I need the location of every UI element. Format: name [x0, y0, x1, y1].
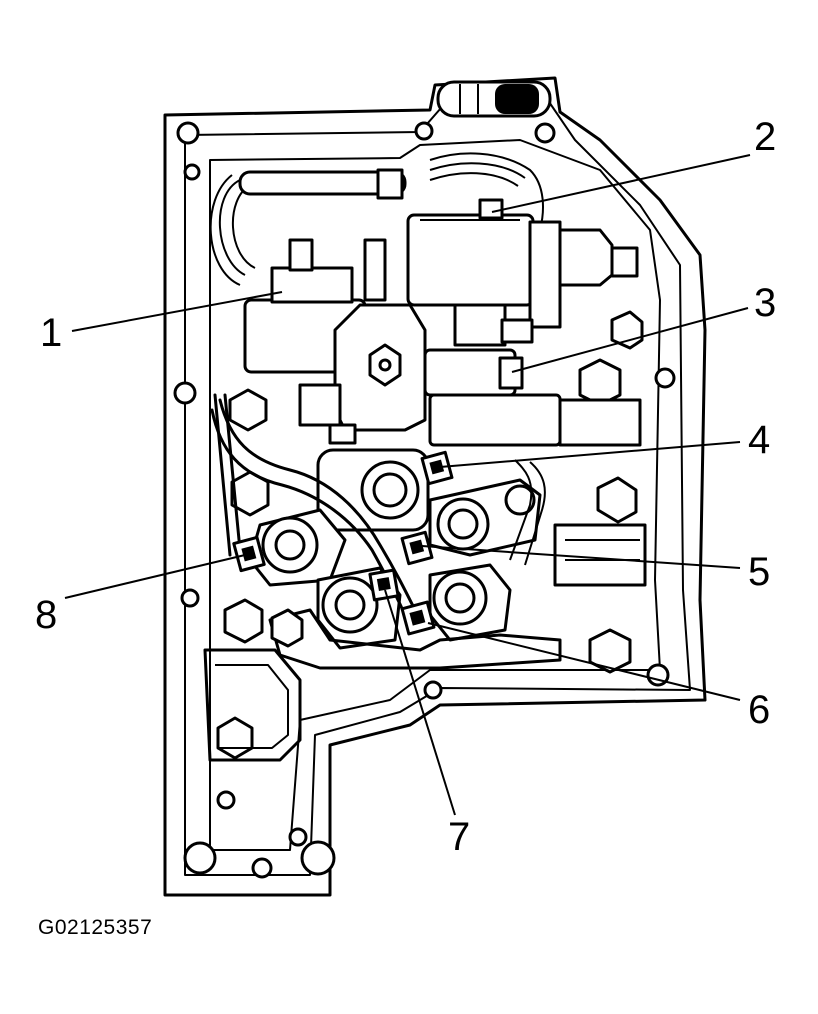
callout-7: 7	[448, 815, 470, 859]
leader-line-4	[439, 441, 741, 468]
top-connector	[209, 80, 552, 286]
callout-1: 1	[40, 311, 62, 355]
solenoid-3	[423, 303, 562, 447]
upper-solenoid-2	[406, 198, 639, 329]
callout-6: 6	[748, 688, 770, 732]
leader-line-1	[71, 291, 283, 332]
left-lower-components	[203, 388, 302, 762]
housing-bolt-holes	[173, 121, 676, 879]
leader-lines	[64, 154, 751, 816]
leader-line-2	[491, 154, 751, 213]
callout-8: 8	[35, 593, 57, 637]
connectors	[232, 450, 454, 636]
leader-line-3	[511, 307, 749, 373]
leader-line-7	[384, 589, 456, 816]
callout-3: 3	[754, 281, 776, 325]
callout-labels: 1 2 3 4 5 6 7 8	[35, 115, 776, 859]
leader-line-8	[64, 554, 246, 599]
callout-4: 4	[748, 418, 770, 462]
round-valves	[248, 448, 562, 670]
figure-id: G02125357	[38, 916, 153, 939]
center-bracket	[298, 303, 427, 445]
right-bolts	[553, 310, 647, 674]
callout-5: 5	[748, 550, 770, 594]
leader-line-5	[421, 545, 741, 569]
leader-line-6	[427, 622, 741, 701]
callout-2: 2	[754, 115, 776, 159]
